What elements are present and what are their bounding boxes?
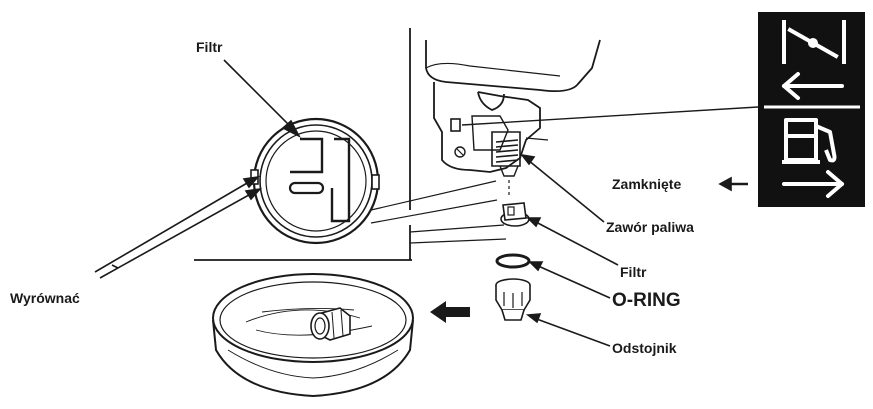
projection-top bbox=[370, 180, 497, 211]
leader-align-2 bbox=[99, 190, 257, 279]
leader-tick bbox=[111, 264, 119, 269]
label-filter-top: Filtr bbox=[196, 39, 223, 55]
catch-basin bbox=[212, 273, 414, 398]
arrow-right-icon bbox=[782, 170, 844, 198]
submerged-cup bbox=[310, 307, 351, 341]
align-tab-right bbox=[371, 174, 380, 190]
filter-detail-inner-ring bbox=[259, 124, 373, 238]
submerged-cup-inner bbox=[314, 317, 326, 335]
liquid-swirl-2 bbox=[255, 325, 373, 336]
leader-filter-right bbox=[533, 220, 619, 266]
leader-fuel-valve bbox=[527, 159, 605, 223]
tank-seam bbox=[425, 62, 561, 77]
filter-part bbox=[500, 202, 530, 227]
valve-position-panel bbox=[758, 12, 865, 207]
label-o-ring: O-RING bbox=[612, 290, 681, 311]
filter-part-hole bbox=[507, 206, 515, 216]
submerged-cup-rib-1 bbox=[331, 311, 335, 339]
filter-slot bbox=[288, 181, 325, 195]
valve-screw bbox=[454, 146, 466, 158]
basin-rim-inner bbox=[219, 281, 407, 359]
valve-window bbox=[450, 118, 461, 132]
label-closed: Zamknięte bbox=[612, 176, 682, 192]
filter-channel-left bbox=[290, 137, 324, 174]
valve-housing bbox=[471, 115, 509, 151]
valve-threads bbox=[495, 139, 519, 163]
label-filter-right: Filtr bbox=[620, 264, 647, 280]
arrowhead-filter-right bbox=[526, 217, 542, 228]
removal-direction-arrow bbox=[430, 301, 470, 323]
projection-bottom bbox=[409, 238, 507, 244]
arrowhead-align-2 bbox=[244, 187, 263, 201]
arrow-left-icon bbox=[782, 72, 844, 100]
arrowhead-filter-top bbox=[281, 119, 301, 138]
label-fuel-valve: Zawór paliwa bbox=[606, 219, 694, 235]
valve-screw-slot bbox=[456, 148, 464, 156]
engine-frame bbox=[194, 28, 507, 261]
cup-tip bbox=[501, 309, 525, 321]
liquid-swirl-3 bbox=[261, 307, 355, 313]
leader-o-ring bbox=[535, 264, 611, 299]
valve-outlet bbox=[499, 165, 519, 177]
filter-detail bbox=[250, 117, 380, 245]
filter-detail-face bbox=[265, 130, 367, 232]
tank-base bbox=[425, 39, 601, 93]
leader-panel-to-valve bbox=[461, 106, 759, 126]
arrowhead-o-ring bbox=[528, 261, 544, 272]
leader-align-1 bbox=[94, 178, 255, 273]
part-leaders bbox=[461, 106, 759, 347]
arrowhead-sediment-cup bbox=[525, 313, 542, 324]
arrowhead-closed bbox=[718, 176, 732, 192]
o-ring-part bbox=[495, 253, 531, 269]
arrow-left-icon bbox=[430, 301, 470, 323]
basin-rim-outer bbox=[212, 273, 414, 363]
engine-body bbox=[425, 39, 601, 196]
leader-sediment-cup bbox=[533, 317, 611, 347]
carburetor-body bbox=[433, 82, 541, 173]
exploded-parts bbox=[495, 202, 531, 321]
valve-off-icon bbox=[782, 20, 846, 64]
filter-detail-leaders bbox=[94, 59, 301, 279]
valve-cap bbox=[477, 91, 505, 111]
filter-detail-outer-ring bbox=[252, 117, 380, 245]
filter-channel-right bbox=[330, 137, 351, 223]
label-align: Wyrównać bbox=[10, 290, 80, 306]
arrowhead-fuel-valve bbox=[520, 153, 536, 166]
arrowhead-align-1 bbox=[242, 175, 261, 189]
sediment-cup-part bbox=[495, 278, 531, 321]
valve-lever-block bbox=[491, 131, 521, 167]
basin-wall-shade bbox=[227, 349, 399, 379]
projection-mid bbox=[370, 199, 498, 224]
fuel-pump-icon bbox=[782, 118, 837, 164]
label-sediment-cup: Odstojnik bbox=[612, 340, 677, 356]
leader-filter-top bbox=[223, 59, 295, 131]
projection-low bbox=[409, 224, 505, 233]
valve-stem bbox=[525, 137, 549, 141]
basin-wall bbox=[212, 319, 414, 398]
submerged-cup-rib-2 bbox=[340, 309, 344, 337]
